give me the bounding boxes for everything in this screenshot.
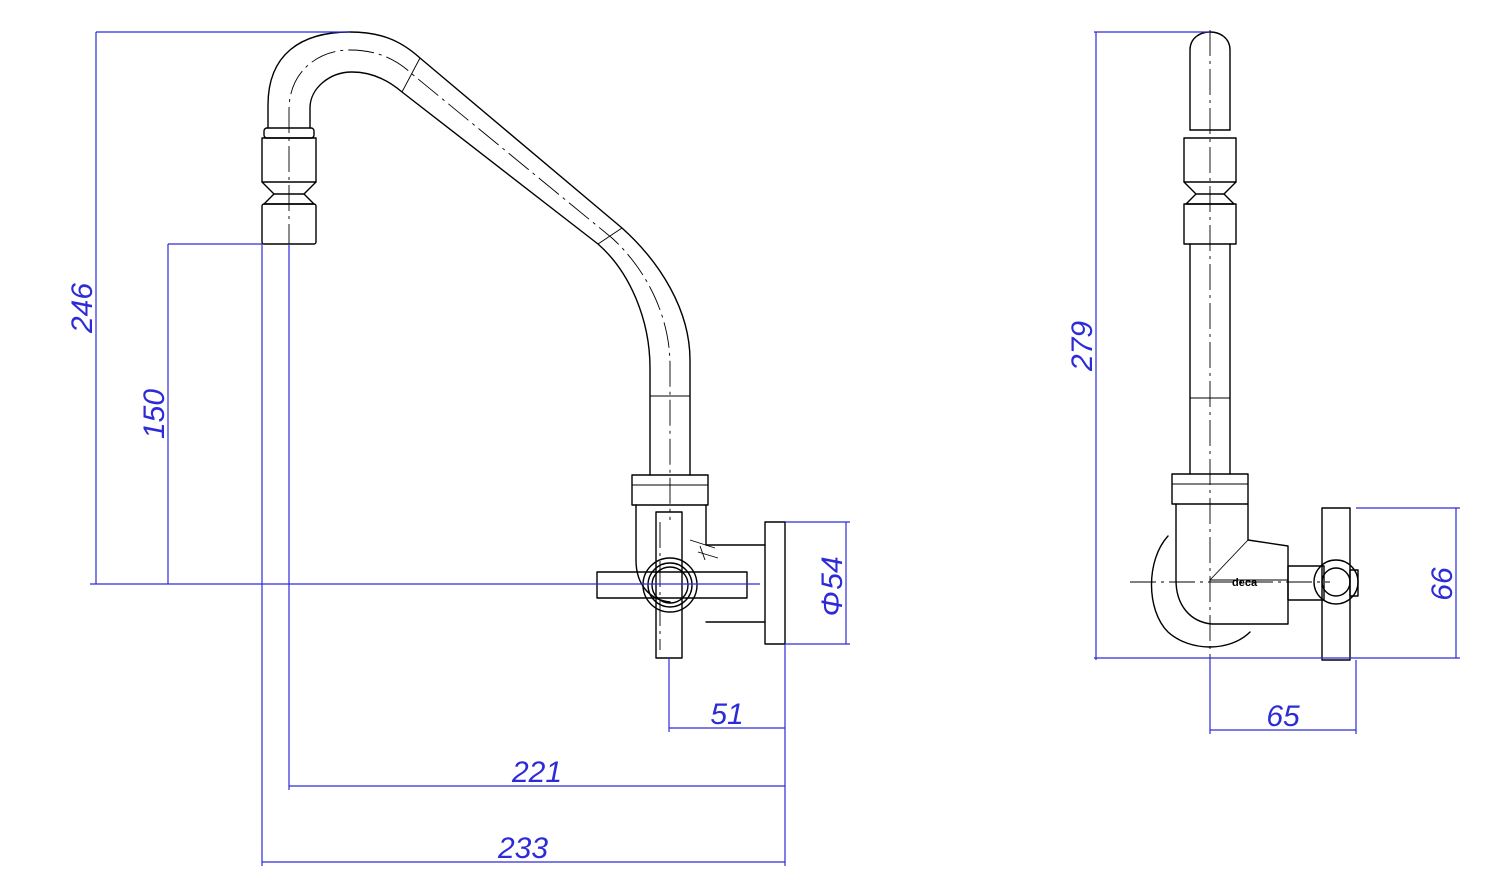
dim-overall-height-side: 279 — [1066, 321, 1099, 372]
valve-body — [596, 474, 786, 659]
side-view: deca 279 66 65 — [1066, 30, 1460, 734]
dim-spout-reach-overall: 233 — [497, 832, 548, 865]
side-body: deca — [1130, 473, 1359, 661]
dim-handle-height: 66 — [1426, 567, 1459, 601]
spout-outline — [267, 31, 691, 520]
dim-handle-offset: 51 — [710, 698, 743, 731]
dim-flange-diameter: 54 — [816, 556, 849, 589]
front-view: 246 150 Φ 54 51 221 233 — [66, 31, 850, 866]
dim-overall-height-front: 246 — [66, 283, 99, 334]
dim-spout-reach-inner: 221 — [511, 756, 562, 789]
side-dimension-lines — [1094, 31, 1460, 734]
dim-flange-diameter-symbol: Φ — [816, 591, 849, 616]
side-spout — [1183, 30, 1237, 660]
aerator — [261, 127, 317, 245]
dim-projection: 65 — [1266, 700, 1300, 733]
dim-spout-height: 150 — [138, 389, 171, 439]
front-dimension-lines — [90, 31, 850, 866]
brand-label: deca — [1232, 577, 1258, 589]
